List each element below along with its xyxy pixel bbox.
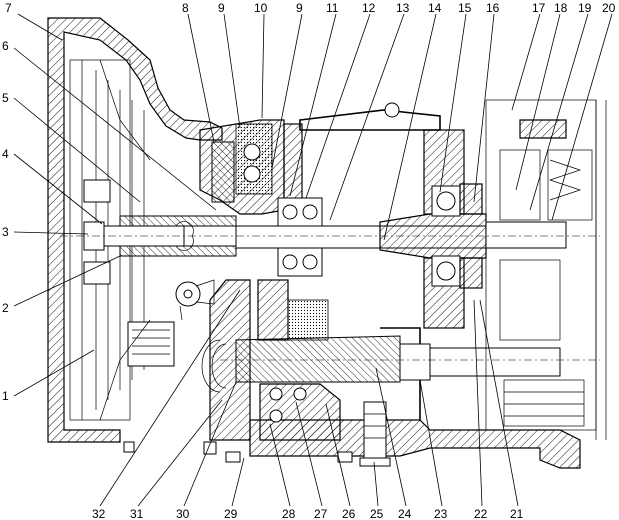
callout-6: 6 [2,39,9,53]
callout-24: 24 [398,507,412,520]
main-bearing-front [277,197,323,277]
callout-23: 23 [434,507,448,520]
callout-31: 31 [130,507,144,520]
callout-13: 13 [396,1,410,15]
callouts-bottom: 32 31 30 29 28 27 26 25 24 23 22 21 [92,507,524,520]
callout-26: 26 [342,507,356,520]
leader-lines [13,13,613,507]
rear-unit [485,99,607,440]
center-housing [199,102,441,215]
callout-21: 21 [510,507,524,520]
callout-19: 19 [578,1,592,15]
callout-14: 14 [428,1,442,15]
callout-7: 7 [5,1,12,15]
callout-1: 1 [2,389,9,403]
callout-16: 16 [486,1,500,15]
callout-25: 25 [370,507,384,520]
input-shaft [83,215,237,257]
callout-30: 30 [176,507,190,520]
callout-15: 15 [458,1,472,15]
callout-28: 28 [282,507,296,520]
oil-seal-arc [201,339,227,393]
shift-lever [175,279,215,321]
callout-8: 8 [182,1,189,15]
clutch-housing [47,17,223,443]
main-shaft [60,213,600,259]
countershaft-gear [257,279,341,441]
callout-10: 10 [254,1,268,15]
callout-5: 5 [2,91,9,105]
drain-bolt [359,401,391,467]
callout-32: 32 [92,507,106,520]
callout-22: 22 [474,507,488,520]
callout-2: 2 [2,301,9,315]
callout-3: 3 [2,225,9,239]
callout-9b: 9 [296,1,303,15]
callouts-left: 6 5 4 3 2 1 [2,39,9,403]
callout-9a: 9 [218,1,225,15]
main-bearing-rear [423,129,483,329]
callout-17: 17 [532,1,546,15]
callout-20: 20 [602,1,616,15]
callout-11: 11 [326,1,339,15]
callout-4: 4 [2,147,9,161]
callout-18: 18 [554,1,568,15]
callout-27: 27 [314,507,328,520]
countershaft [220,335,600,383]
callout-12: 12 [362,1,376,15]
callout-29: 29 [224,507,238,520]
callouts-top: 7 8 9 10 9 11 12 13 14 15 16 17 18 19 20 [5,1,616,15]
